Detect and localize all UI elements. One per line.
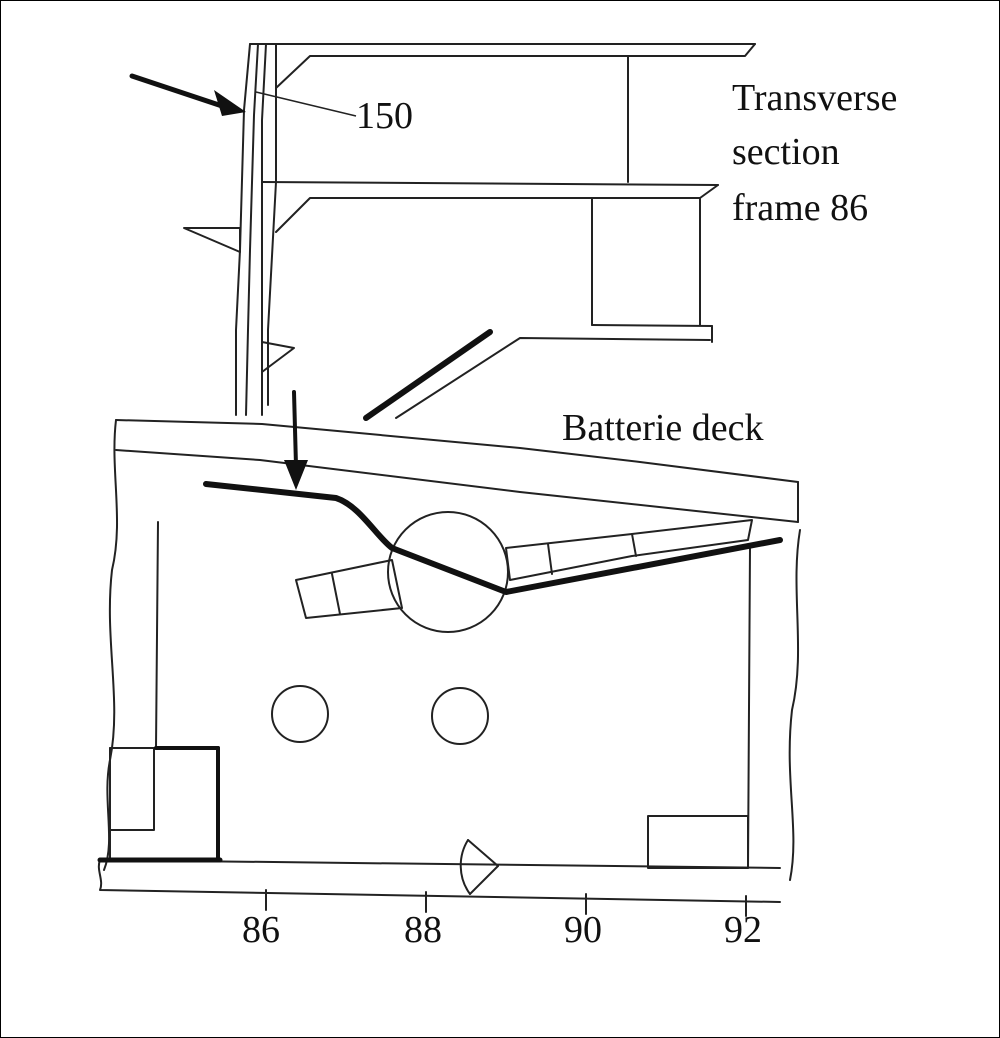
- callout-150-label: 150: [356, 95, 413, 137]
- section-label-line1: Transverse: [732, 77, 897, 119]
- arrow-to-hull: [129, 73, 246, 116]
- batterie-deck-label: Batterie deck: [562, 407, 764, 449]
- arrow-to-deck: [284, 390, 308, 490]
- sloped-beam-heavy: [363, 329, 493, 421]
- callout-leader: [255, 91, 357, 117]
- section-label-line3: frame 86: [732, 187, 868, 229]
- frame-tick-90: 90: [564, 909, 602, 951]
- frame-tick-92: 92: [724, 909, 762, 951]
- battery-deck-compartment: [97, 419, 801, 917]
- section-label-line2: section: [732, 131, 840, 173]
- transverse-section: [183, 43, 756, 419]
- batterie-deck-heavy-line: [203, 481, 783, 595]
- frame-tick-86: 86: [242, 909, 280, 951]
- frame-tick-88: 88: [404, 909, 442, 951]
